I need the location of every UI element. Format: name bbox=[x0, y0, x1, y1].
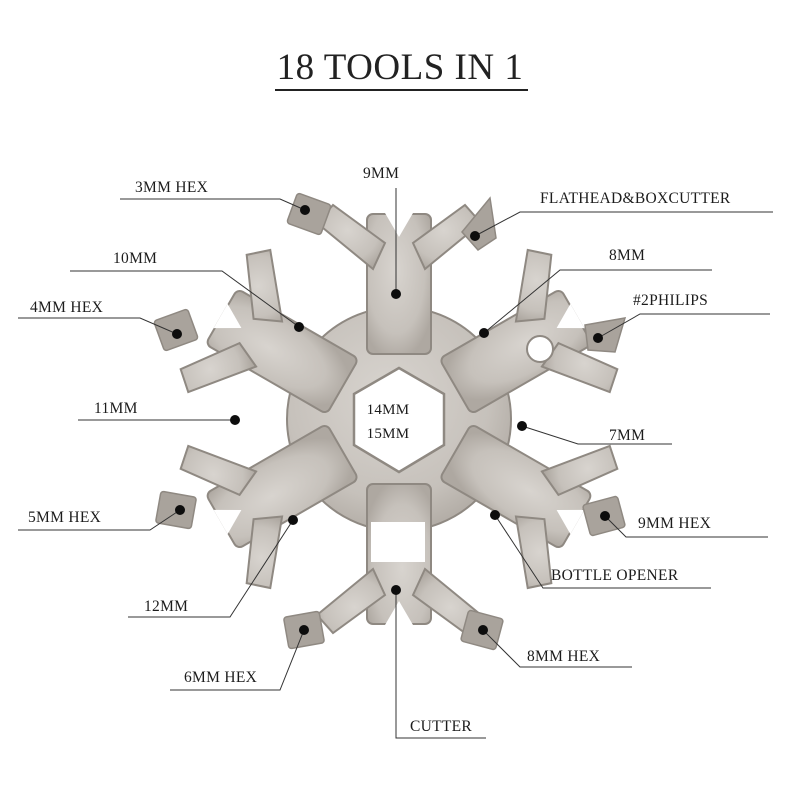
page-title: 18 TOOLS IN 1 bbox=[276, 47, 524, 88]
callout-10mm: 10MM bbox=[113, 250, 157, 267]
callout-6mm-hex: 6MM HEX bbox=[184, 669, 257, 686]
callout-11mm: 11MM bbox=[94, 400, 138, 417]
callout-flathead-boxcutter: FLATHEAD&BOXCUTTER bbox=[540, 190, 731, 207]
marker-cutter bbox=[391, 585, 401, 595]
cutter-notch bbox=[371, 522, 425, 562]
callouts: 9MM 3MM HEX FLATHEAD&BOXCUTTER 10MM 8MM … bbox=[18, 165, 773, 739]
marker-7mm bbox=[517, 421, 527, 431]
marker-2philips bbox=[593, 333, 603, 343]
arm-top-right-tip-notch bbox=[556, 303, 585, 329]
callout-9mm-hex: 9MM HEX bbox=[638, 515, 711, 532]
callout-bottle-opener: BOTTLE OPENER bbox=[551, 567, 679, 584]
marker-9mm-hex bbox=[600, 511, 610, 521]
center-hex-wrench bbox=[352, 366, 446, 474]
marker-flathead-boxcutter bbox=[470, 231, 480, 241]
arm-top-left-branch-left bbox=[179, 341, 258, 394]
hex-bit-stud-1 bbox=[286, 192, 332, 236]
arm-top-tip-notch bbox=[385, 213, 413, 237]
arm-top bbox=[315, 203, 483, 355]
arm-bottom-tip-notch bbox=[385, 601, 413, 625]
marker-10mm bbox=[294, 322, 304, 332]
callout-7mm: 7MM bbox=[609, 427, 645, 444]
marker-6mm-hex bbox=[299, 625, 309, 635]
arm-bottom-left-branch-left bbox=[245, 515, 284, 590]
marker-8mm bbox=[479, 328, 489, 338]
callout-8mm: 8MM bbox=[609, 247, 645, 264]
callout-12mm: 12MM bbox=[144, 598, 188, 615]
arm-top-left-branch-right bbox=[245, 248, 284, 323]
callout-5mm-hex: 5MM HEX bbox=[28, 509, 101, 526]
title-underline bbox=[275, 89, 528, 91]
arm-bottom-right-branch-left bbox=[540, 444, 619, 497]
callout-8mm-hex: 8MM HEX bbox=[527, 648, 600, 665]
marker-8mm-hex bbox=[478, 625, 488, 635]
arm-top-right-branch-left bbox=[514, 248, 553, 323]
arm-bottom-left-branch-right bbox=[179, 444, 258, 497]
arm-bottom-left bbox=[179, 424, 358, 590]
arm-bottom-left-tip-notch bbox=[213, 509, 242, 535]
callout-3mm-hex: 3MM HEX bbox=[135, 179, 208, 196]
arm-bottom-right-tip-notch bbox=[556, 509, 585, 535]
marker-3mm-hex bbox=[300, 205, 310, 215]
marker-4mm-hex bbox=[172, 329, 182, 339]
philips-tip bbox=[584, 317, 627, 353]
marker-12mm bbox=[288, 515, 298, 525]
arm-bottom-right bbox=[440, 424, 619, 590]
arm-bottom-right-branch-right bbox=[514, 515, 553, 590]
center-label-15mm: 15MM bbox=[367, 426, 410, 442]
marker-5mm-hex bbox=[175, 505, 185, 515]
marker-bottle-opener bbox=[490, 510, 500, 520]
callout-2philips: #2PHILIPS bbox=[633, 292, 708, 309]
arm-top-branch-right bbox=[411, 203, 483, 271]
callout-9mm: 9MM bbox=[363, 165, 399, 182]
marker-11mm bbox=[230, 415, 240, 425]
callout-cutter: CUTTER bbox=[410, 718, 472, 735]
center-label-14mm: 14MM bbox=[367, 402, 410, 418]
arm-bottom-branch-right bbox=[315, 567, 387, 635]
marker-9mm bbox=[391, 289, 401, 299]
arm-top-left-tip-notch bbox=[213, 303, 242, 329]
arm-top-right bbox=[440, 248, 619, 414]
arm-top-branch-left bbox=[315, 203, 387, 271]
key-ring-hole bbox=[526, 335, 554, 363]
callout-4mm-hex: 4MM HEX bbox=[30, 299, 103, 316]
